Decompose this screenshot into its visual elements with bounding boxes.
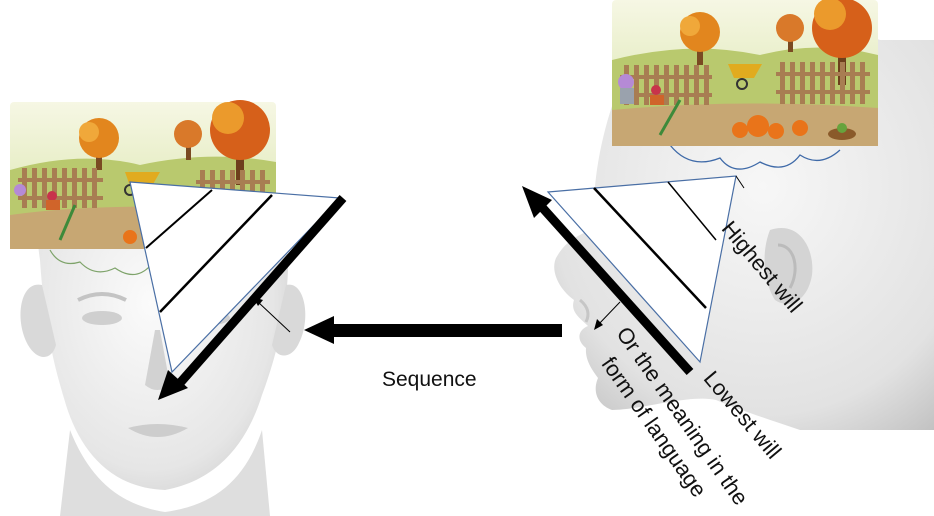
left-small-arrow-line bbox=[257, 301, 291, 333]
sequence-arrow-head bbox=[304, 316, 334, 344]
right-perception-triangle bbox=[546, 175, 737, 364]
sequence-arrow-shaft bbox=[330, 324, 562, 337]
right-small-arrow-line bbox=[596, 301, 621, 327]
sequence-label: Sequence bbox=[382, 368, 477, 391]
highest-will-leader bbox=[735, 175, 745, 189]
right-triangle-stripe bbox=[593, 187, 707, 309]
right-triangle-stripe bbox=[667, 181, 717, 241]
right-ascending-arrow-head bbox=[522, 186, 552, 218]
left-thought-cloud bbox=[49, 249, 151, 276]
left-small-arrow-head bbox=[253, 297, 263, 306]
left-triangle-stripe bbox=[145, 189, 213, 249]
right-small-arrow-head bbox=[594, 319, 603, 330]
left-descending-arrow-head bbox=[158, 370, 188, 400]
right-garden-scene bbox=[612, 0, 878, 146]
right-ascending-arrow-shaft bbox=[536, 201, 694, 376]
left-triangle-stripe bbox=[159, 194, 273, 313]
right-thought-cloud bbox=[669, 144, 841, 170]
left-perception-triangle bbox=[129, 181, 342, 374]
left-descending-arrow-shaft bbox=[176, 195, 347, 386]
